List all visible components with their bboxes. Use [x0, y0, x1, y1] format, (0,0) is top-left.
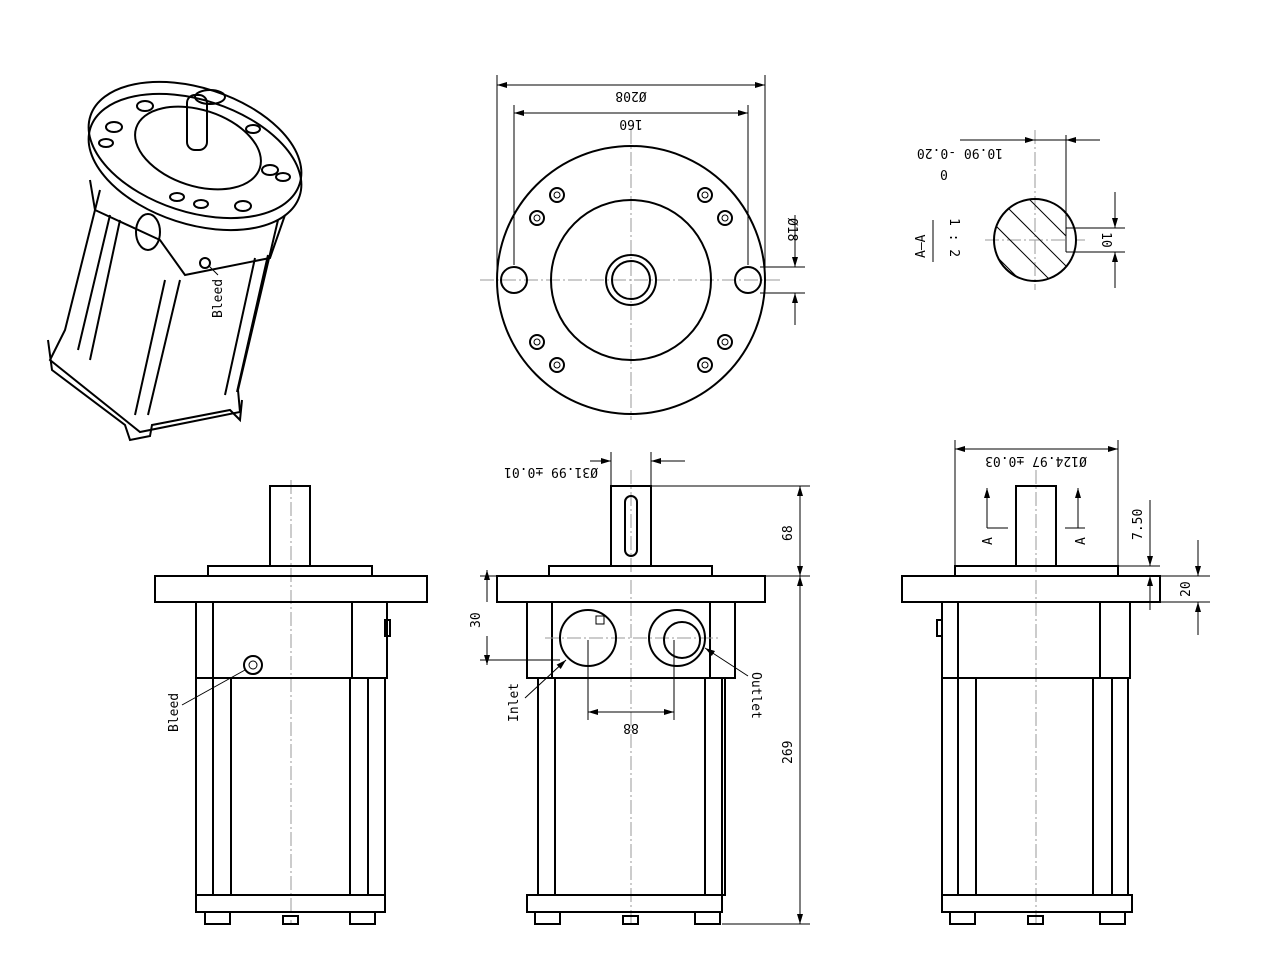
dim-outer-diameter: Ø208	[615, 88, 646, 103]
dim-total-length: 269	[781, 741, 796, 764]
dim-key-width: 10.90 -0.20	[917, 145, 1003, 160]
left-side-view: Bleed	[154, 480, 428, 925]
right-side-view: Ø124.97 ±0.03 A A 7.50 20	[901, 440, 1210, 925]
dim-key-height: 10	[1098, 232, 1113, 248]
isometric-view: Bleed	[47, 80, 303, 442]
dim-pilot-diameter: Ø124.97 ±0.03	[985, 453, 1087, 468]
dim-port-spacing: 88	[623, 720, 639, 735]
section-a-a: 10.90 -0.20 0 10 A—A 1 : 2	[914, 130, 1125, 290]
front-view: 88 Inlet Outlet Ø31.99 ±0.01 68 30 269	[469, 452, 810, 925]
top-view: Ø208 160 Ø18	[480, 75, 805, 420]
section-title: A—A	[914, 234, 929, 258]
dim-shaft-length: 68	[781, 525, 796, 541]
dim-bolt-circle: 160	[619, 116, 642, 131]
dim-flange-thickness: 20	[1179, 581, 1194, 597]
dim-shaft-diameter: Ø31.99 ±0.01	[504, 464, 598, 479]
outlet-label: Outlet	[748, 672, 763, 719]
section-scale: 1 : 2	[946, 218, 961, 257]
inlet-label: Inlet	[507, 683, 522, 722]
dim-key-width-lower: 0	[940, 166, 948, 181]
dim-port-offset: 30	[469, 612, 484, 628]
bleed-label: Bleed	[167, 693, 182, 732]
section-mark-right: A	[1074, 537, 1089, 545]
section-mark-left: A	[981, 537, 996, 545]
dim-pilot-height: 7.50	[1131, 509, 1146, 540]
iso-bleed-label: Bleed	[211, 279, 226, 318]
dim-hole-diameter: Ø18	[784, 218, 799, 241]
